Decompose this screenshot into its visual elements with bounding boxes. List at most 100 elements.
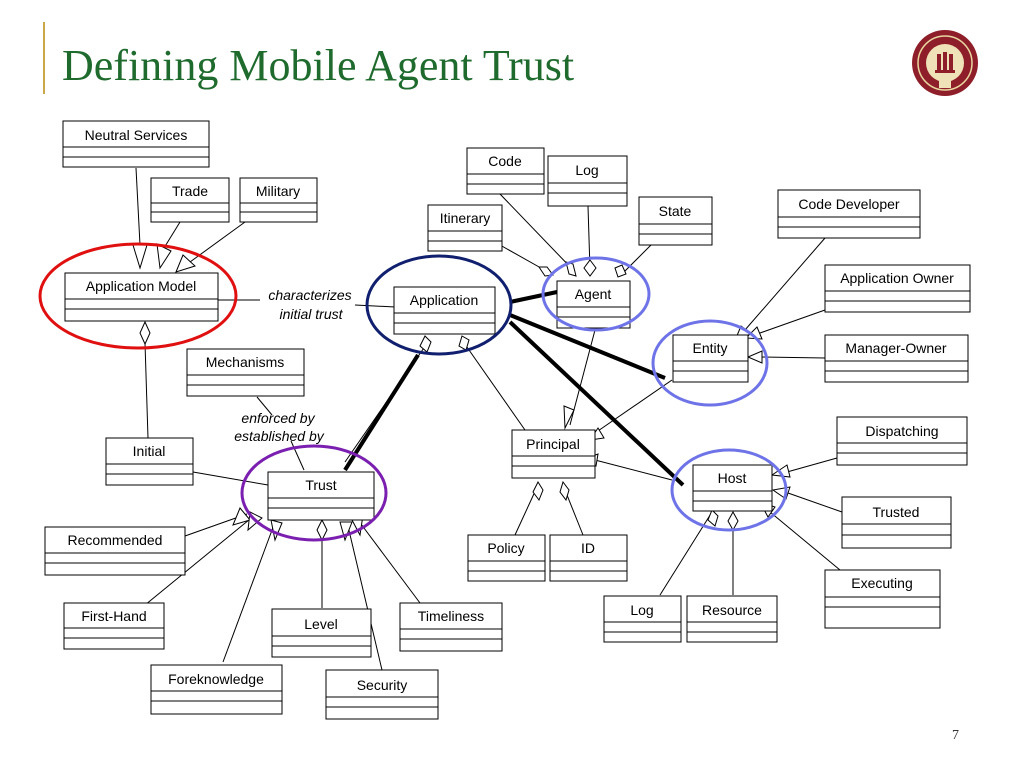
- security-label: Security: [357, 677, 408, 693]
- connector-security-trust: [346, 521, 383, 671]
- mechanisms-label: Mechanisms: [206, 354, 285, 370]
- executing-label: Executing: [851, 575, 912, 591]
- connector-code-developer-entity: [744, 237, 826, 331]
- highlight-host: [670, 448, 788, 532]
- log-bottom-box: Log: [603, 595, 682, 643]
- code-developer-label: Code Developer: [798, 196, 900, 212]
- connector-application-model-initial: [144, 342, 149, 439]
- initial-box: Initial: [105, 437, 194, 486]
- note-enforced-line2: established by: [234, 428, 325, 444]
- diamond-principal-policy: [532, 480, 544, 502]
- neutral-services-label: Neutral Services: [85, 127, 188, 143]
- connector-characterizes-application: [354, 304, 396, 308]
- resource-box: Resource: [686, 595, 778, 643]
- executing-box: Executing: [824, 569, 941, 629]
- principal-label: Principal: [526, 436, 580, 452]
- id-box: ID: [549, 534, 628, 582]
- slide-title: Defining Mobile Agent Trust: [62, 41, 575, 90]
- thick-application-host: [508, 320, 685, 487]
- mechanisms-box: Mechanisms: [186, 348, 305, 397]
- first-hand-box: First-Hand: [63, 602, 165, 650]
- resource-label: Resource: [702, 602, 762, 618]
- thick-application-trust: [343, 353, 420, 472]
- diamond-application-left: [419, 335, 432, 353]
- application-model-box: Application Model: [64, 272, 219, 322]
- level-label: Level: [304, 616, 337, 632]
- diamond-principal-id: [559, 480, 570, 502]
- state-box: State: [638, 196, 713, 246]
- first-hand-label: First-Hand: [81, 608, 146, 624]
- application-owner-label: Application Owner: [840, 270, 954, 286]
- thick-application-agent: [509, 290, 558, 304]
- recommended-box: Recommended: [44, 526, 186, 576]
- agent-label: Agent: [575, 286, 612, 302]
- connector-dispatching-host: [786, 457, 838, 473]
- arrowhead-military: [175, 254, 196, 273]
- connector-timeliness-trust: [357, 519, 421, 604]
- state-label: State: [659, 203, 692, 219]
- dispatching-label: Dispatching: [865, 423, 938, 439]
- arrowhead-recommended: [232, 507, 251, 526]
- diamond-host-log: [707, 509, 719, 527]
- page-number: 7: [952, 728, 959, 743]
- connector-first-hand-trust: [144, 514, 256, 606]
- note-characterizes-line2: initial trust: [279, 306, 343, 322]
- thick-application-entity: [509, 313, 666, 380]
- connector-manager-owner-entity: [761, 356, 826, 359]
- security-box: Security: [325, 669, 439, 720]
- neutral-services-box: Neutral Services: [62, 120, 210, 168]
- application-box: Application: [393, 286, 496, 335]
- military-box: Military: [239, 177, 318, 223]
- timeliness-label: Timeliness: [418, 608, 484, 624]
- university-seal-logo: [912, 30, 978, 96]
- code-developer-box: Code Developer: [777, 189, 921, 239]
- connector-neutral-services-application-model: [135, 167, 141, 246]
- arrowhead-manager-owner: [746, 350, 763, 364]
- trust-box: Trust: [267, 471, 375, 521]
- application-label: Application: [410, 292, 479, 308]
- arrowhead-foreknowledge: [270, 519, 283, 542]
- connector-host-principal: [594, 459, 673, 481]
- trusted-label: Trusted: [873, 504, 920, 520]
- note-characterizes-line1: characterizes: [268, 287, 351, 303]
- principal-box: Principal: [511, 429, 596, 479]
- highlight-entity: [651, 319, 769, 407]
- highlight-application-model: [38, 242, 238, 350]
- manager-owner-label: Manager-Owner: [845, 340, 946, 356]
- id-label: ID: [581, 540, 595, 556]
- timeliness-box: Timeliness: [399, 602, 503, 652]
- dispatching-box: Dispatching: [836, 416, 968, 466]
- recommended-label: Recommended: [68, 532, 163, 548]
- arrowhead-trade: [156, 243, 172, 270]
- note-enforced-line1: enforced by: [241, 410, 315, 426]
- connector-trusted-host: [787, 492, 843, 513]
- trust-label: Trust: [305, 477, 336, 493]
- connector-established-trust: [290, 440, 305, 471]
- connector-application-principal: [461, 339, 526, 431]
- manager-owner-box: Manager-Owner: [824, 334, 969, 383]
- connector-foreknowledge-trust: [222, 521, 276, 663]
- arrowhead-agent-principal: [563, 405, 575, 430]
- agent-box: Agent: [556, 280, 631, 329]
- diamond-host-resource: [727, 510, 739, 532]
- connector-code-agent: [499, 193, 576, 273]
- application-model-label: Application Model: [86, 278, 197, 294]
- policy-box: Policy: [467, 534, 546, 582]
- arrowhead-security: [339, 521, 353, 542]
- entity-box: Entity: [672, 334, 749, 383]
- diamond-application-model: [139, 320, 151, 346]
- title-accent-bar: [43, 22, 45, 94]
- trade-box: Trade: [150, 177, 230, 223]
- itinerary-box: Itinerary: [427, 204, 503, 252]
- trusted-box: Trusted: [841, 496, 952, 549]
- diamond-trust-level: [316, 518, 328, 542]
- diamond-agent-state: [614, 264, 627, 278]
- host-label: Host: [718, 470, 747, 486]
- connector-log-host: [659, 511, 713, 596]
- connector-trade-application-model: [163, 221, 181, 249]
- arrowhead-neutral-services: [132, 244, 148, 270]
- code-box: Code: [466, 147, 545, 195]
- foreknowledge-box: Foreknowledge: [150, 664, 283, 715]
- thick-associations: [343, 290, 685, 487]
- diamond-agent-log: [583, 259, 597, 277]
